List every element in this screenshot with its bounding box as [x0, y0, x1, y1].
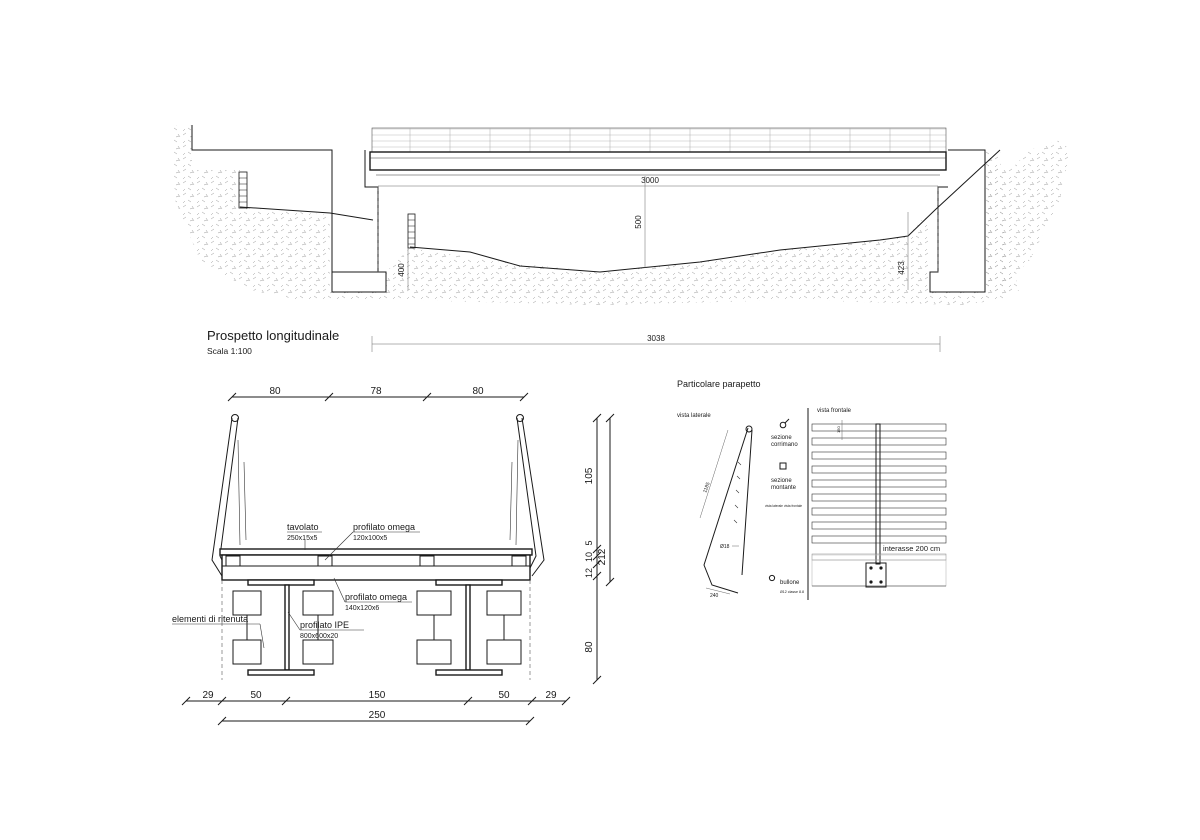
dim-right-5: 5	[584, 540, 594, 545]
dim-bottom-50-left: 50	[250, 690, 262, 701]
stone-wall-left	[238, 171, 248, 209]
dim-1185: 1185	[702, 481, 711, 493]
section-labels: tavolato 250x15x5 profilato omega 120x10…	[172, 522, 420, 649]
section-deck	[219, 548, 533, 581]
dimension-height: 500	[634, 176, 646, 268]
label-front-view: vista frontale	[817, 408, 852, 414]
cross-section: 80 78 80	[172, 386, 615, 726]
elevation-scale: Scala 1:100	[207, 346, 252, 356]
label-omega-bottom: profilato omega	[345, 592, 407, 602]
detail-side-view: vista laterale 1185 240 Ø18	[677, 413, 753, 599]
detail-legend: sezione corrimano sezione montante vista…	[765, 418, 804, 594]
stone-wall-mid	[407, 213, 416, 249]
dim-top-80-left: 80	[269, 386, 281, 397]
dim-150: 150	[836, 426, 841, 433]
dim-total-height: 212	[597, 548, 608, 565]
label-spacing: interasse 200 cm	[883, 544, 940, 553]
dim-d18: Ø18	[720, 544, 730, 550]
dimension-left-abutment: 400	[397, 248, 409, 290]
label-omega-top-size: 120x100x5	[353, 535, 387, 542]
detail-title: Particolare parapetto	[677, 379, 761, 389]
section-bottom-dimensions: 29 50 150 50 29 250	[181, 690, 571, 726]
label-side-view: vista laterale	[677, 413, 711, 419]
dim-span-text: 3000	[641, 176, 659, 185]
label-omega-top: profilato omega	[353, 522, 415, 532]
dim-240: 240	[710, 593, 719, 599]
retaining-elements	[221, 580, 531, 680]
dim-bottom-150: 150	[369, 690, 386, 701]
dim-total-width: 250	[369, 710, 386, 721]
label-section-post-2: montante	[771, 485, 797, 491]
dim-right-105: 105	[584, 467, 595, 484]
label-small-front: vista frontale	[784, 504, 802, 508]
base-plate	[865, 562, 887, 588]
ipe-beam-left	[247, 579, 315, 676]
dim-height-text: 500	[634, 215, 643, 229]
label-ritenuta: elementi di ritenuta	[172, 614, 248, 624]
dim-left-abutment-text: 400	[397, 263, 406, 277]
dimension-right-abutment: 423	[897, 212, 909, 290]
handrail-section-icon	[779, 421, 787, 429]
label-tavolato-size: 250x15x5	[287, 535, 317, 542]
label-section-handrail-1: sezione	[771, 435, 792, 441]
section-top-dimensions: 80 78 80	[227, 386, 529, 402]
dim-bottom-29-right: 29	[545, 690, 557, 701]
dim-right-12: 12	[584, 568, 594, 578]
dim-right-abutment-text: 423	[897, 261, 906, 275]
bridge-deck	[369, 127, 947, 176]
dimension-total: 3038	[371, 334, 941, 352]
section-right-dimensions: 105 5 10 12 80 212	[584, 413, 615, 685]
front-view-post	[875, 423, 881, 565]
label-bolt-spec: Ø12 classe 8.8	[780, 590, 804, 594]
soil-left	[172, 125, 1020, 305]
ipe-beam-right	[435, 579, 503, 676]
dim-top-78: 78	[370, 386, 382, 397]
front-view-boards	[811, 423, 947, 544]
dim-right-10: 10	[584, 552, 594, 562]
label-bolt: bullone	[780, 580, 800, 586]
dimension-span: 3000	[378, 176, 938, 187]
dim-top-80-right: 80	[472, 386, 484, 397]
elevation-title: Prospetto longitudinale	[207, 328, 339, 343]
dim-bottom-50-right: 50	[498, 690, 510, 701]
label-section-post-1: sezione	[771, 478, 792, 484]
label-omega-bottom-size: 140x120x6	[345, 605, 379, 612]
detail-front-view: vista frontale 150	[807, 408, 947, 600]
longitudinal-elevation: 3000 500 400 423 3038 Prospetto longitud…	[172, 125, 1070, 356]
dim-right-80: 80	[584, 641, 595, 653]
label-ipe: profilato IPE	[300, 620, 349, 630]
label-small-side: vista laterale	[765, 504, 783, 508]
label-ipe-size: 800x600x20	[300, 633, 338, 640]
dim-bottom-29-left: 29	[202, 690, 214, 701]
bolt-icon	[768, 574, 776, 582]
post-section-icon	[779, 462, 787, 470]
railing-detail: Particolare parapetto vista laterale 118…	[677, 379, 947, 600]
dim-total-text: 3038	[647, 334, 665, 343]
label-section-handrail-2: corrimano	[771, 442, 798, 448]
label-tavolato: tavolato	[287, 522, 319, 532]
